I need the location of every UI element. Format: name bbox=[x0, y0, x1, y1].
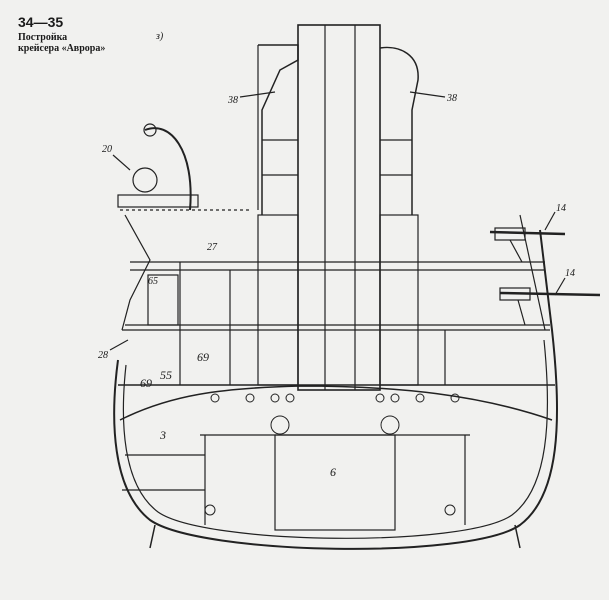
callout-38-right: 38 bbox=[447, 93, 457, 104]
gun-lower bbox=[499, 287, 601, 326]
callout-65: 65 bbox=[148, 276, 158, 287]
callout-6: 6 bbox=[330, 465, 336, 479]
callout-3: 3 bbox=[160, 428, 166, 442]
hull-outline bbox=[113, 229, 559, 550]
inner-hull bbox=[122, 339, 549, 539]
callout-38-left: 38 bbox=[228, 95, 238, 106]
armored-deck bbox=[119, 385, 553, 421]
subfigure-label: з) bbox=[156, 31, 164, 42]
callout-14-upper: 14 bbox=[556, 203, 566, 214]
ventilator-right bbox=[379, 46, 419, 215]
callout-20: 20 bbox=[102, 144, 112, 155]
callout-55: 55 bbox=[160, 368, 172, 382]
figure-number: 34—35 bbox=[18, 14, 64, 30]
callout-69-upper: 69 bbox=[197, 350, 209, 364]
searchlight-crane bbox=[144, 127, 192, 211]
caption-line-2: крейсера «Аврора» bbox=[18, 43, 106, 54]
callout-69-lower: 69 bbox=[140, 376, 152, 390]
ventilator-left bbox=[258, 44, 299, 215]
callout-28: 28 bbox=[98, 350, 108, 361]
callout-14-lower: 14 bbox=[565, 268, 575, 279]
gun-upper bbox=[489, 227, 566, 263]
central-funnel bbox=[297, 24, 381, 391]
callout-27: 27 bbox=[207, 242, 217, 253]
figure-caption: Постройка крейсера «Аврора» bbox=[18, 32, 168, 54]
searchlight bbox=[132, 167, 158, 193]
caption-line-1: Постройка bbox=[18, 32, 68, 43]
